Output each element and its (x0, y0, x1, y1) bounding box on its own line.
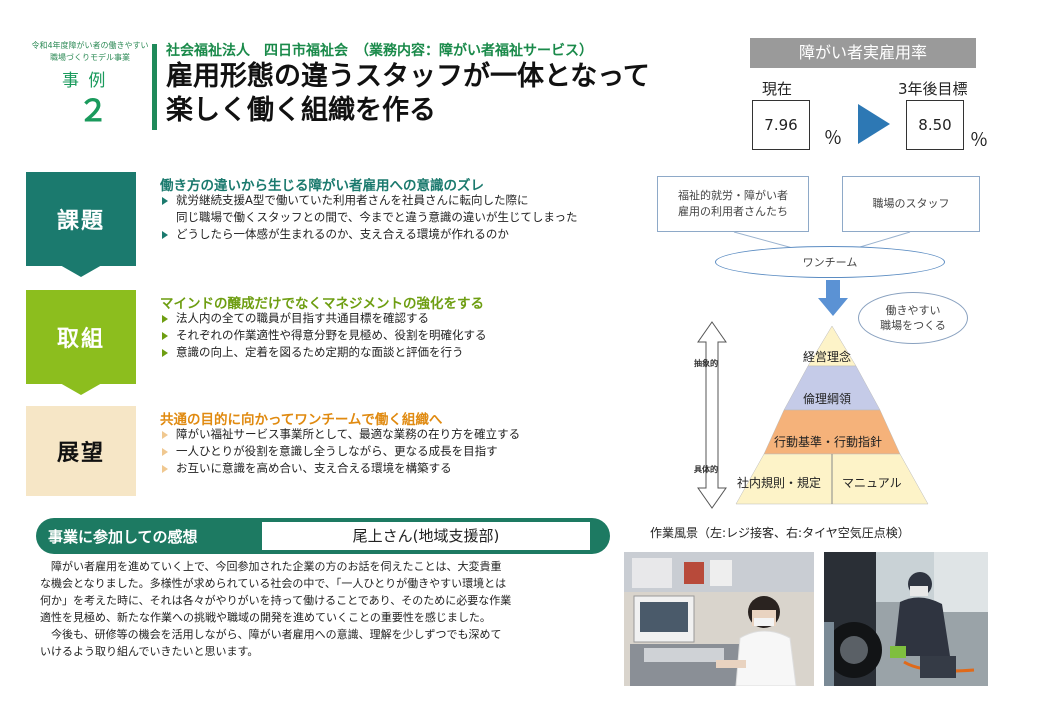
pyramid-level-3-label: 行動基準・行動指針 (774, 435, 883, 449)
impression-text: 障がい者雇用を進めていく上で、今回参加された企業の方のお話を伺えたことは、大変貴… (40, 558, 580, 660)
abstract-concrete-arrow-icon (697, 321, 727, 509)
pyramid-level-1-label: 経営理念 (803, 350, 852, 364)
section-vision-label: 展望 (26, 406, 136, 496)
section-action-tail (60, 383, 102, 395)
page-title: 雇用形態の違うスタッフが一体となって 楽しく働く組織を作る (166, 60, 650, 128)
title-line-2: 楽しく働く組織を作る (166, 95, 436, 126)
section-issue-bullets: 就労継続支援A型で働いていた利用者さんを社員さんに転向した際に 同じ職場で働くス… (160, 192, 620, 243)
project-label: 令和4年度障がい者の働きやすい職場づくりモデル事業 (31, 41, 149, 62)
section-issue-tail (60, 265, 102, 277)
list-item: 法人内の全ての職員が目指す共通目標を確認する (160, 310, 620, 327)
workplace-bubble-text: 働きやすい 職場をつくる (880, 304, 946, 332)
list-item: それぞれの作業適性や得意分野を見極め、役割を明確化する (160, 327, 620, 344)
section-issue-label: 課題 (26, 172, 136, 266)
current-rate-unit: ％ (824, 128, 842, 149)
down-arrow-icon (818, 280, 848, 316)
pyramid-level-2-label: 倫理綱領 (803, 392, 852, 406)
axis-concrete-label: 具体的 (694, 465, 718, 474)
target-label: 3年後目標 (898, 80, 968, 98)
list-item: どうしたら一体感が生まれるのか、支え合える環境が作れるのか (160, 226, 620, 243)
organization-line: 社会福祉法人 四日市福祉会 （業務内容：障がい者福祉サービス） (166, 43, 593, 59)
impression-line: 適性を見極め、新たな作業への挑戦や職域の開発を進めていくことの重要性を感じました… (40, 611, 491, 624)
photo-register-service (624, 552, 814, 686)
case-label: 事 例 (62, 71, 108, 91)
impression-line: 今後も、研修等の機会を活用しながら、障がい者雇用への意識、理解を少しずつでも深め… (40, 628, 502, 641)
photo-tire-inspection (824, 552, 988, 686)
employment-rate-header: 障がい者実雇用率 (750, 38, 976, 68)
case-number: ２ (78, 94, 108, 129)
current-label: 現在 (762, 80, 793, 98)
list-item: 障がい福祉サービス事業所として、最適な業務の在り方を確立する (160, 426, 620, 443)
title-accent-bar (152, 44, 157, 130)
impression-title: 事業に参加しての感想 (48, 528, 198, 546)
rate-arrow-icon (858, 104, 890, 144)
diagram-box-users: 福祉的就労・障がい者 雇用の利用者さんたち (657, 176, 809, 232)
one-team-ellipse: ワンチーム (715, 246, 945, 278)
diagram-box-staff: 職場のスタッフ (842, 176, 980, 232)
list-item-continuation: 同じ職場で働くスタッフとの間で、今までと違う意識の違いが生じてしまった (160, 209, 620, 226)
impression-line: な機会となりました。多様性が求められている社会の中で、「一人ひとりが働きやすい環… (40, 577, 507, 590)
list-item: 一人ひとりが役割を意識し全うしながら、更なる成長を目指す (160, 443, 620, 460)
pyramid-level-4-left-label: 社内規則・規定 (737, 476, 822, 490)
current-rate-value: 7.96 (752, 100, 810, 150)
impression-line: 障がい者雇用を進めていく上で、今回参加された企業の方のお話を伺えたことは、大変貴… (40, 560, 502, 573)
target-rate-unit: ％ (970, 130, 988, 151)
workplace-bubble: 働きやすい 職場をつくる (858, 292, 968, 344)
section-action-bullets: 法人内の全ての職員が目指す共通目標を確認する それぞれの作業適性や得意分野を見極… (160, 310, 620, 361)
impression-name: 尾上さん(地域支援部) (262, 522, 590, 550)
title-line-1: 雇用形態の違うスタッフが一体となって (166, 61, 650, 92)
list-item: 意識の向上、定着を図るため定期的な面談と評価を行う (160, 344, 620, 361)
photo-caption: 作業風景（左:レジ接客、右:タイヤ空気圧点検） (650, 526, 910, 540)
list-item-text: 同じ職場で働くスタッフとの間で、今までと違う意識の違いが生じてしまった (176, 210, 578, 224)
diagram-box-users-text: 福祉的就労・障がい者 雇用の利用者さんたち (678, 189, 788, 218)
section-action-title: マインドの醸成だけでなくマネジメントの強化をする (160, 296, 484, 312)
list-item: 就労継続支援A型で働いていた利用者さんを社員さんに転向した際に (160, 192, 620, 209)
target-rate-value: 8.50 (906, 100, 964, 150)
one-team-text: ワンチーム (802, 255, 858, 269)
impression-line: いけるよう取り組んでいきたいと思います。 (40, 645, 259, 658)
pyramid-diagram (735, 325, 929, 505)
section-issue-title: 働き方の違いから生じる障がい者雇用への意識のズレ (160, 178, 484, 194)
list-item: お互いに意識を高め合い、支え合える環境を構築する (160, 460, 620, 477)
section-vision-bullets: 障がい福祉サービス事業所として、最適な業務の在り方を確立する 一人ひとりが役割を… (160, 426, 620, 477)
pyramid-level-4-right-label: マニュアル (842, 476, 902, 490)
impression-line: 何か」を考えた時に、それは各々がやりがいを持って働けることであり、そのために必要… (40, 594, 512, 607)
section-vision-title: 共通の目的に向かってワンチームで働く組織へ (160, 412, 443, 428)
diagram-box-staff-text: 職場のスタッフ (872, 197, 950, 210)
section-action-label: 取組 (26, 290, 136, 384)
axis-abstract-label: 抽象的 (694, 359, 718, 368)
